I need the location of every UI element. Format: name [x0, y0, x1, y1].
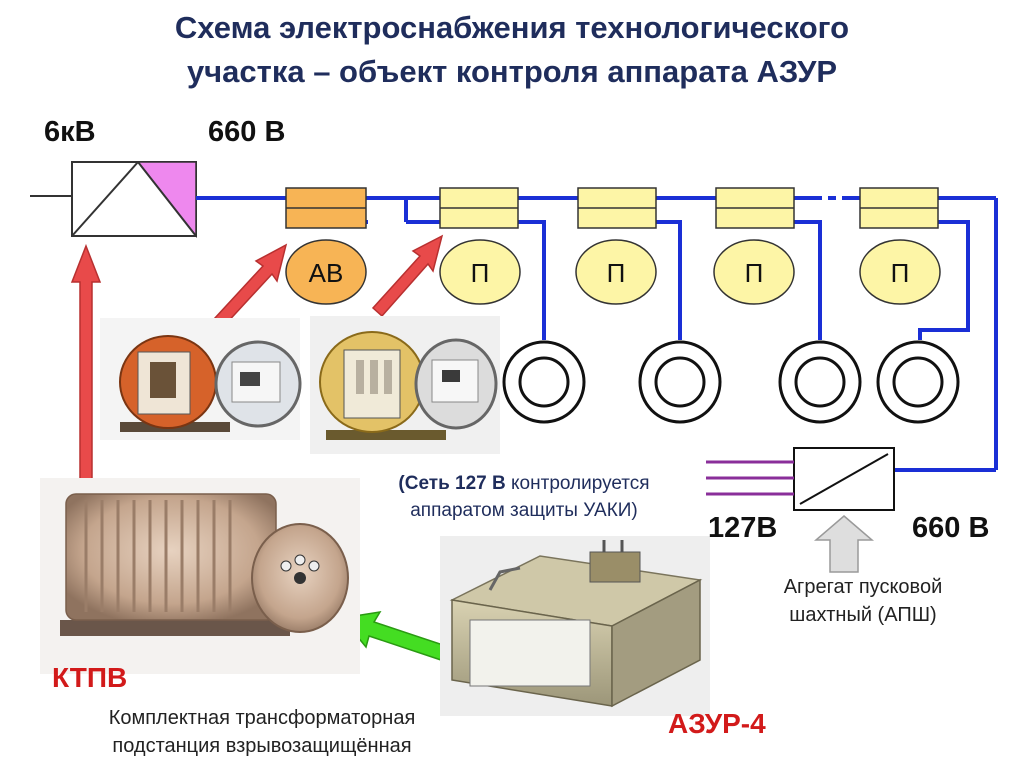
apsh-caption-line2: шахтный (АПШ)	[789, 604, 937, 626]
breaker-p-1	[439, 187, 519, 229]
av-breaker-photo	[100, 318, 302, 440]
ktpv-label: КТПВ	[52, 662, 128, 693]
node-av: АВ	[285, 239, 367, 305]
transformer-symbol	[71, 161, 197, 239]
uaki-note-bold: (Сеть 127 В	[398, 473, 506, 494]
node-p-3-label: П	[745, 258, 764, 288]
p-starter-photo	[310, 316, 500, 454]
node-av-label: АВ	[309, 258, 344, 288]
motor-2	[638, 340, 722, 424]
ktpv-desc-line2: подстанция взрывозащищённая	[112, 735, 412, 757]
motor-4	[876, 340, 960, 424]
node-p-4: П	[859, 239, 941, 305]
breaker-p-4	[859, 187, 939, 229]
arrow-to-transformer-icon	[70, 243, 102, 495]
node-p-1-label: П	[471, 258, 490, 288]
node-p-4-label: П	[891, 258, 910, 288]
node-p-1: П	[439, 239, 521, 305]
breaker-p-3	[715, 187, 795, 229]
voltage-660-out-label: 660 В	[912, 512, 990, 544]
voltage-127-label: 127В	[708, 512, 778, 544]
uaki-note-line2: аппаратом защиты УАКИ)	[410, 500, 638, 521]
apsh-arrow-icon	[813, 515, 875, 573]
voltage-input-label: 6кВ	[44, 116, 96, 148]
breaker-av	[285, 187, 367, 229]
node-p-2-label: П	[607, 258, 626, 288]
apsh-converter	[793, 447, 895, 511]
motor-1	[502, 340, 586, 424]
node-p-2: П	[575, 239, 657, 305]
main-bus	[196, 196, 998, 472]
apsh-caption: Агрегат пусковой шахтный (АПШ)	[758, 573, 968, 629]
uaki-note: (Сеть 127 В контролируется аппаратом защ…	[344, 470, 704, 524]
motor-3	[778, 340, 862, 424]
apsh-caption-line1: Агрегат пусковой	[783, 576, 943, 598]
title-line-2: участка – объект контроля аппарата АЗУР	[186, 54, 838, 89]
breaker-p-2	[577, 187, 657, 229]
output-127v-wires	[706, 460, 794, 496]
voltage-bus-label: 660 В	[208, 116, 286, 148]
azur-photo	[440, 536, 710, 716]
ktpv-description: Комплектная трансформаторная подстанция …	[52, 704, 472, 760]
page-title: Схема электроснабжения технологического …	[0, 6, 1024, 94]
uaki-note-line1: контролируется	[505, 473, 650, 494]
arrow-to-av-icon	[213, 243, 288, 328]
ktpv-photo	[40, 478, 360, 674]
ktpv-desc-line1: Комплектная трансформаторная	[108, 707, 416, 729]
title-line-1: Схема электроснабжения технологического	[174, 10, 850, 45]
arrow-to-p-icon	[371, 234, 444, 318]
azur-label: АЗУР-4	[668, 708, 766, 739]
node-p-3: П	[713, 239, 795, 305]
